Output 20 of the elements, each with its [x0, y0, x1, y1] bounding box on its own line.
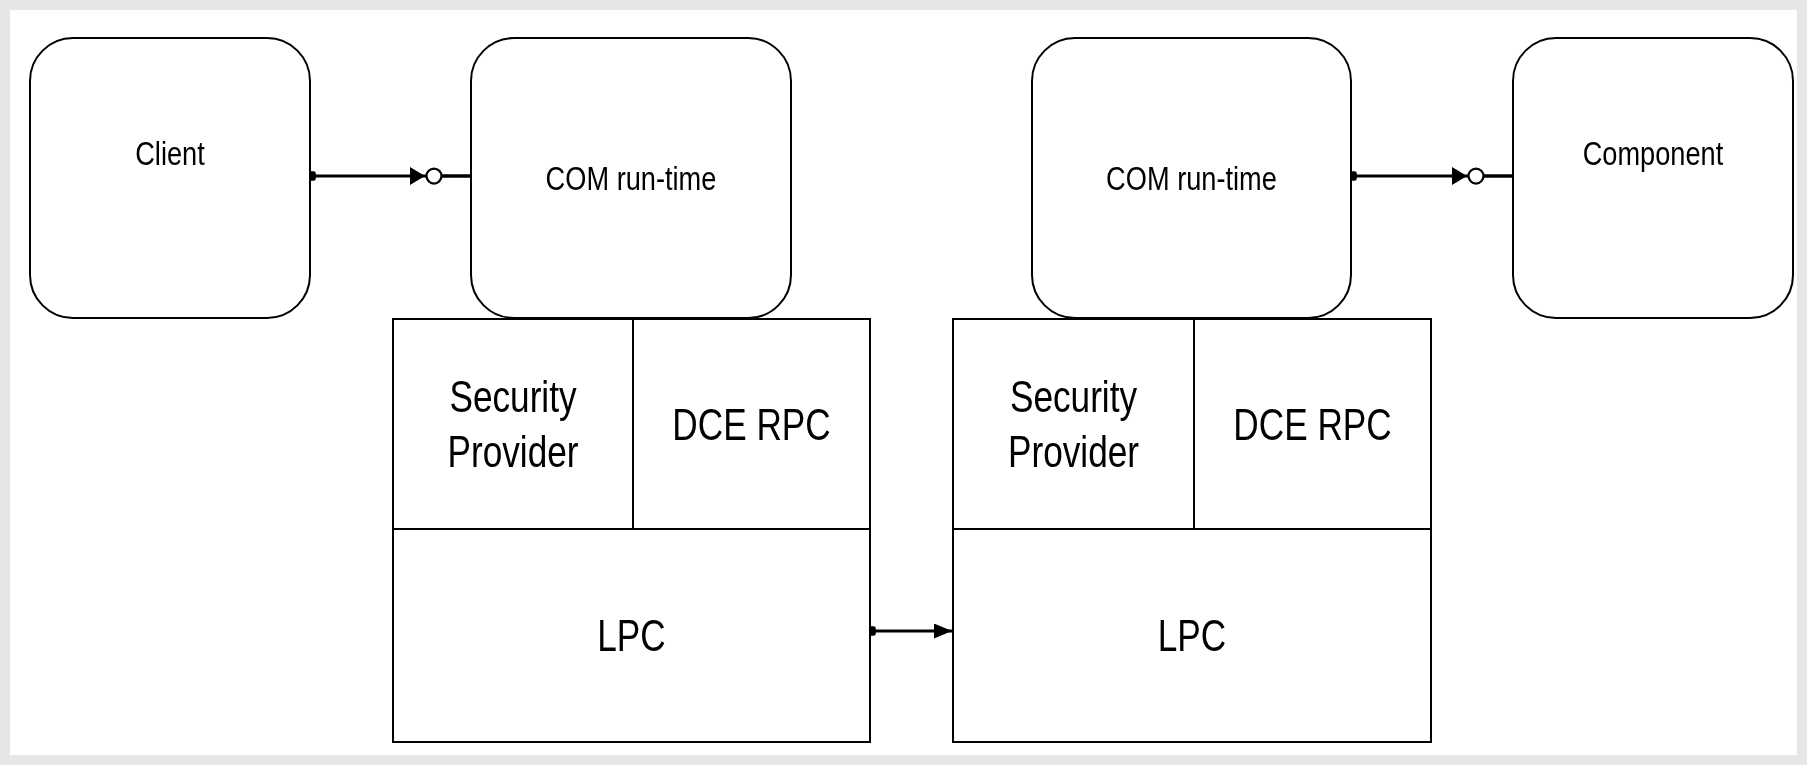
box-label: LPC [1156, 610, 1228, 662]
box-label: Component [1581, 132, 1725, 174]
box-label: Security Provider [446, 371, 580, 478]
box-label: COM run-time [544, 157, 718, 199]
process-box [952, 318, 1195, 530]
process-box [392, 528, 871, 743]
process-box [392, 318, 634, 530]
box-label: LPC [596, 610, 667, 662]
box-label: DCE RPC [1232, 398, 1393, 451]
box-label: DCE RPC [671, 398, 832, 451]
rounded-box [1031, 37, 1352, 319]
rounded-box [470, 37, 792, 319]
rounded-box [29, 37, 311, 319]
box-label: Client [134, 132, 206, 174]
rounded-box [1512, 37, 1794, 319]
box-label: Security Provider [1006, 371, 1141, 478]
box-label: COM run-time [1105, 157, 1278, 199]
process-box [632, 318, 871, 530]
process-box [1193, 318, 1432, 530]
process-box [952, 528, 1432, 743]
